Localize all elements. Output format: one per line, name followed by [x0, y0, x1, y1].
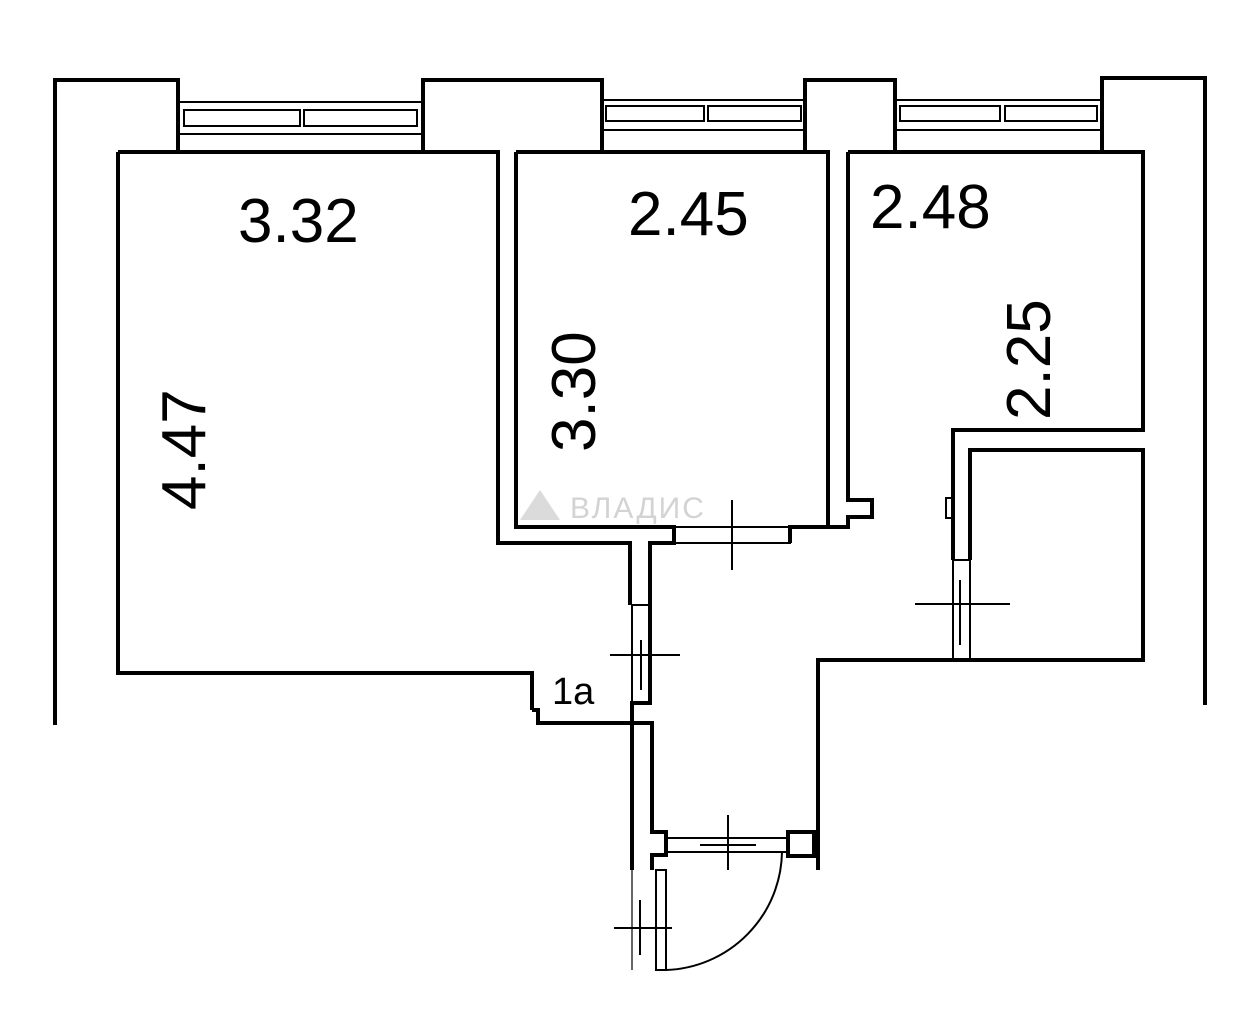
room-1-length-label: 4.47 — [150, 389, 219, 510]
room-1-width-label: 3.32 — [238, 187, 359, 256]
room-1-walls — [116, 150, 634, 870]
window-middle — [602, 99, 805, 131]
room-1a-tag: 1а — [552, 671, 595, 713]
entrance-door — [614, 815, 789, 971]
window-piers — [421, 78, 897, 152]
window-right — [895, 99, 1102, 131]
watermark-text: ВЛАДИС — [570, 492, 706, 525]
room-3-length-label: 2.25 — [995, 299, 1064, 420]
watermark-logo-icon — [520, 490, 560, 520]
window-left — [178, 101, 423, 135]
room-2-length-label: 3.30 — [540, 331, 609, 452]
room-2-width-label: 2.45 — [628, 180, 749, 249]
watermark: ВЛАДИС — [520, 490, 706, 525]
room-3-width-label: 2.48 — [870, 173, 991, 242]
hallway-walls — [610, 604, 1143, 870]
